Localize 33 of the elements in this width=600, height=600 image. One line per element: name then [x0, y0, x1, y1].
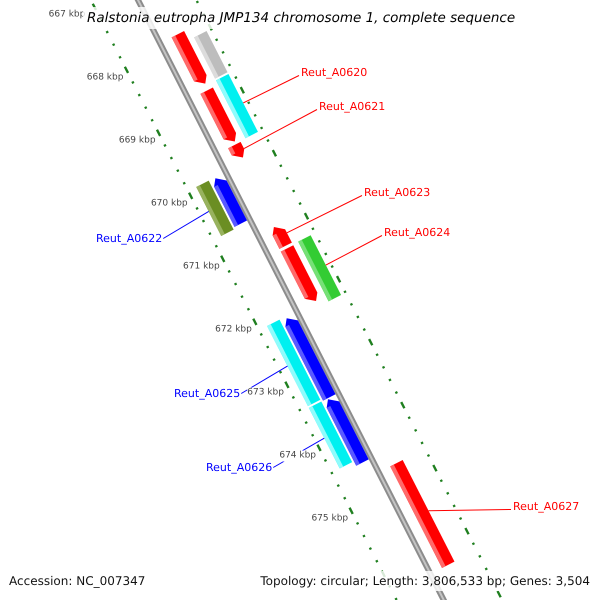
gene-feature — [390, 460, 454, 568]
gene-label: Reut_A0623 — [364, 186, 430, 198]
gene-label: Reut_A0622 — [96, 232, 162, 244]
scale-label: 673 kbp — [247, 387, 284, 398]
gene-feature — [326, 399, 369, 466]
gene-label: Reut_A0624 — [384, 226, 450, 238]
gene-feature — [228, 142, 244, 158]
gene-feature — [298, 235, 342, 302]
gene-label: Reut_A0625 — [174, 386, 240, 400]
leader-line — [242, 75, 300, 104]
gene-label: Reut_A0627 — [513, 500, 580, 512]
scale-label: 669 kbp — [118, 135, 156, 146]
scale-label: 675 kbp — [311, 513, 348, 524]
gene-feature — [216, 74, 258, 138]
gene-feature — [285, 318, 336, 401]
scale-label: 672 kbp — [215, 324, 252, 336]
leader-line — [240, 366, 288, 394]
scale-label: 668 kbp — [86, 72, 124, 84]
leader-line — [286, 195, 362, 234]
gene-feature — [214, 178, 247, 227]
leader-line — [162, 210, 210, 239]
gene-label: Reut_A0620 — [301, 66, 368, 78]
scale-label: 671 kbp — [183, 261, 220, 272]
gene-label: Reut_A0626 — [206, 460, 272, 474]
leader-line — [325, 235, 382, 266]
scale-label: 667 kbp — [48, 9, 86, 20]
leader-line — [428, 509, 512, 512]
leader-line — [244, 109, 318, 150]
gene-feature — [194, 31, 228, 79]
gene-feature — [272, 227, 292, 249]
gene-label: Reut_A0621 — [319, 100, 386, 112]
scale-label: 670 kbp — [150, 198, 188, 210]
scale-label: 674 kbp — [279, 450, 316, 462]
